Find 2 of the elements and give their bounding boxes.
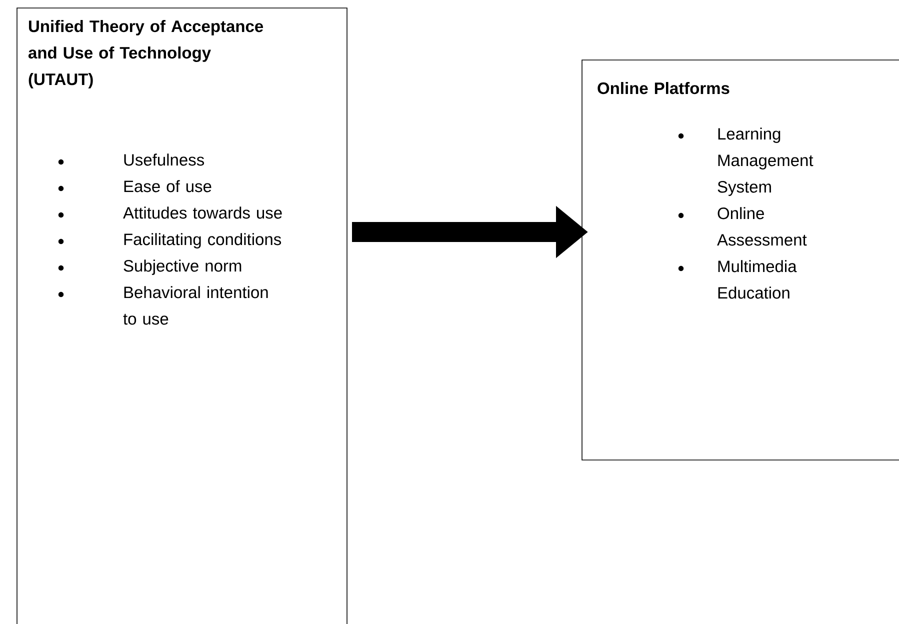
- text-box: Unified Theory of Acceptance and Use of Technology (UTAUT) Usefulness Ease of use Attitudes towards use Facilitating conditions Subjective norm Behavioral intention to use: [16, 8, 348, 624]
- text-box: Online Platforms Learning Management System Online Assessment Multimedia Education: [582, 60, 899, 460]
